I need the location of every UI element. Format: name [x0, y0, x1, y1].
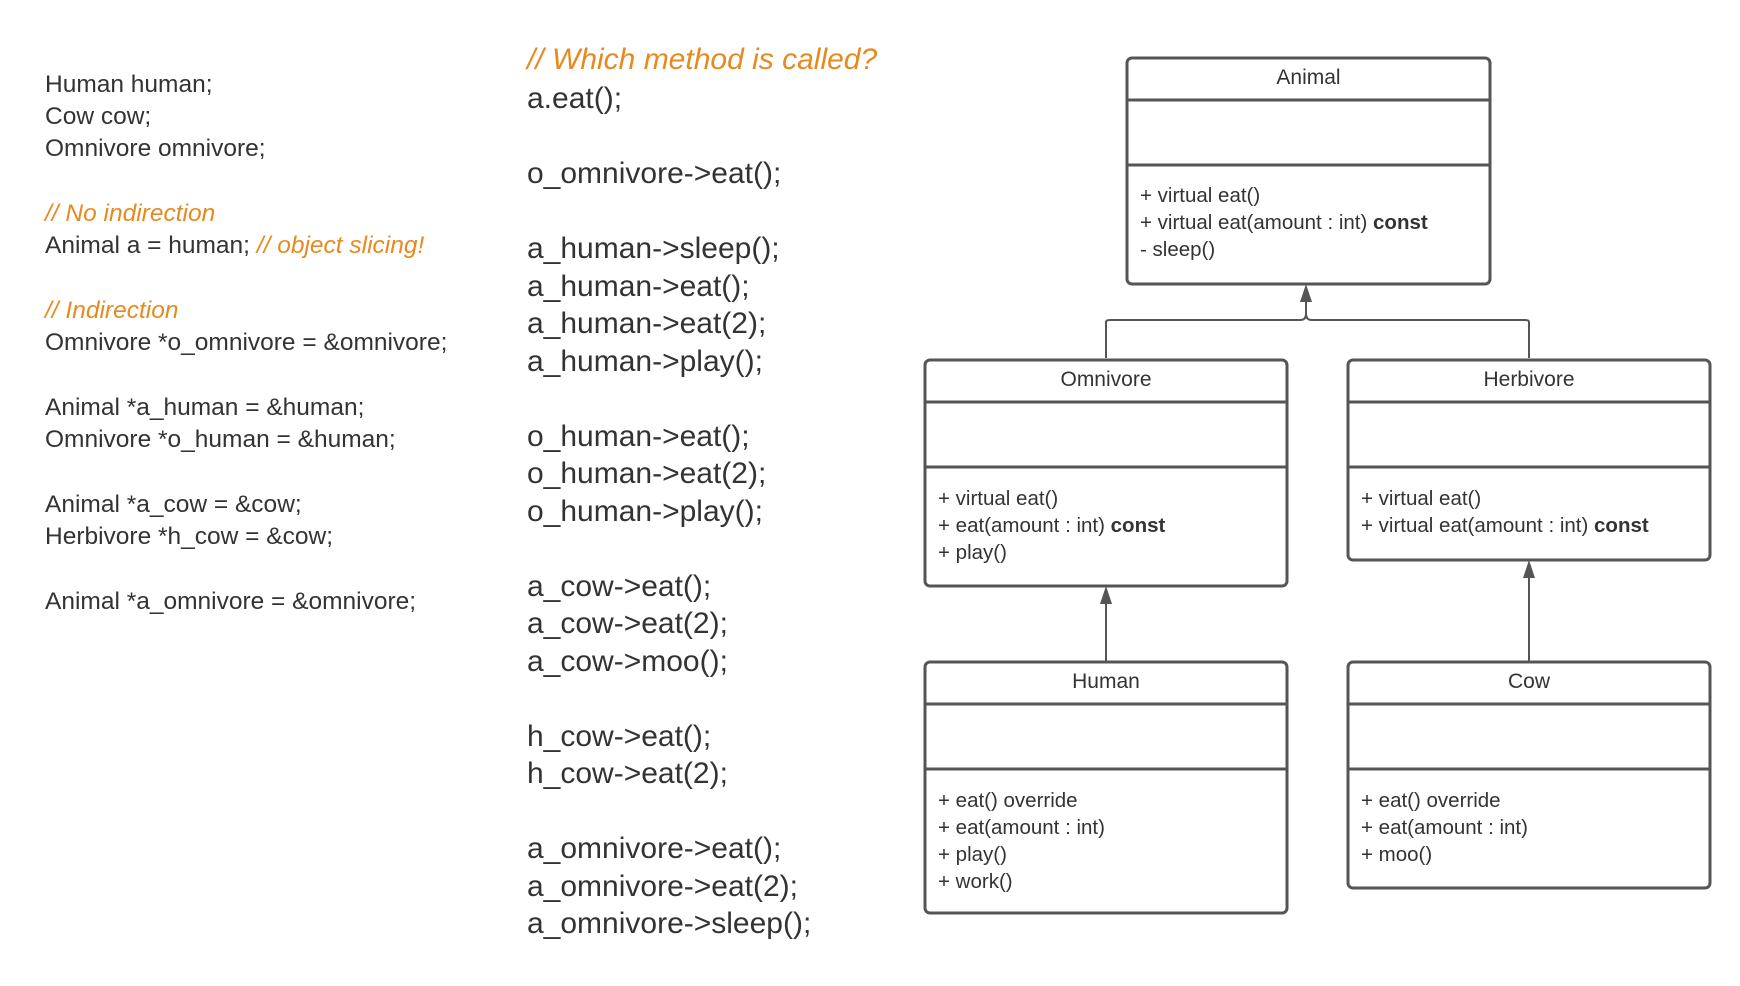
operation: + play() [938, 541, 1007, 564]
code-line: Omnivore *o_omnivore = &omnivore; [45, 329, 448, 356]
call-line: o_human->eat(); [527, 419, 750, 453]
operation: - sleep() [1140, 238, 1215, 261]
operation: + virtual eat() [1140, 184, 1260, 207]
operation: + virtual eat(amount : int) const [1140, 211, 1428, 234]
class-omnivore: Omnivore + virtual eat() + eat(amount : … [923, 358, 1289, 588]
class-name: Omnivore [1060, 368, 1151, 391]
operation: + eat(amount : int) const [938, 514, 1165, 537]
call-line: h_cow->eat(); [527, 719, 712, 753]
operation: + eat(amount : int) [1361, 816, 1528, 839]
operation: + moo() [1361, 843, 1432, 866]
code-line: Animal a = human; // object slicing! [45, 230, 447, 262]
edge-omnivore-animal [1105, 296, 1307, 358]
call-line: o_omnivore->eat(); [527, 157, 782, 190]
class-animal: Animal + virtual eat() + virtual eat(amo… [1125, 56, 1492, 286]
code-line: Omnivore omnivore; [45, 135, 266, 162]
comment-which-method: // Which method is called? [527, 43, 878, 76]
call-line: a_omnivore->eat(2); [527, 869, 798, 903]
code-line: Cow cow; [45, 103, 152, 130]
call-line: h_cow->eat(2); [527, 757, 728, 790]
method-calls-code: // Which method is called? a.eat(); o_om… [527, 40, 877, 943]
class-name: Human [1072, 670, 1140, 693]
call-line: a.eat(); [527, 82, 623, 115]
operation: + play() [938, 843, 1007, 866]
call-line: a_cow->eat(); [527, 569, 712, 603]
call-line: a_cow->eat(2); [527, 607, 728, 640]
edge-herbivore-animal [1305, 296, 1530, 358]
class-name: Cow [1508, 670, 1551, 693]
class-name: Animal [1276, 66, 1340, 89]
arrowhead-herbivore [1523, 560, 1535, 578]
call-line: o_human->play(); [527, 494, 763, 528]
code-line: Omnivore *o_human = &human; [45, 426, 396, 453]
call-line: a_human->play(); [527, 344, 763, 378]
call-line: a_human->eat(); [527, 269, 750, 303]
operation: + work() [938, 870, 1013, 893]
call-line: a_human->sleep(); [527, 232, 780, 265]
class-cow: Cow + eat() override + eat(amount : int)… [1346, 660, 1712, 890]
operation: + eat() override [1361, 789, 1501, 812]
class-herbivore: Herbivore + virtual eat() + virtual eat(… [1346, 358, 1712, 562]
inheritance-edges [1100, 284, 1535, 662]
code-line: Animal *a_omnivore = &omnivore; [45, 588, 417, 615]
operation: + eat() override [938, 789, 1078, 812]
comment-indirection: // Indirection [45, 297, 179, 324]
code-line: Human human; [45, 71, 213, 98]
comment-object-slicing: // object slicing! [256, 232, 425, 259]
call-line: a_human->eat(2); [527, 307, 767, 340]
comment-no-indirection: // No indirection [45, 200, 216, 227]
class-human: Human + eat() override + eat(amount : in… [923, 660, 1289, 915]
arrowhead-omnivore [1100, 586, 1112, 604]
code-object-slicing: Animal a = human; [45, 232, 257, 259]
code-line: Animal *a_human = &human; [45, 394, 365, 421]
call-line: a_omnivore->eat(); [527, 832, 782, 865]
arrowhead-animal [1300, 284, 1312, 302]
call-line: a_omnivore->sleep(); [527, 907, 812, 940]
declarations-code: Human human; Cow cow; Omnivore omnivore;… [45, 69, 447, 618]
operation: + virtual eat(amount : int) const [1361, 514, 1649, 537]
code-line: Animal *a_cow = &cow; [45, 491, 302, 518]
call-line: o_human->eat(2); [527, 457, 767, 490]
code-line: Herbivore *h_cow = &cow; [45, 523, 334, 550]
operation: + virtual eat() [938, 487, 1058, 510]
operation: + eat(amount : int) [938, 816, 1105, 839]
class-name: Herbivore [1483, 368, 1574, 391]
call-line: a_cow->moo(); [527, 644, 728, 678]
operation: + virtual eat() [1361, 487, 1481, 510]
